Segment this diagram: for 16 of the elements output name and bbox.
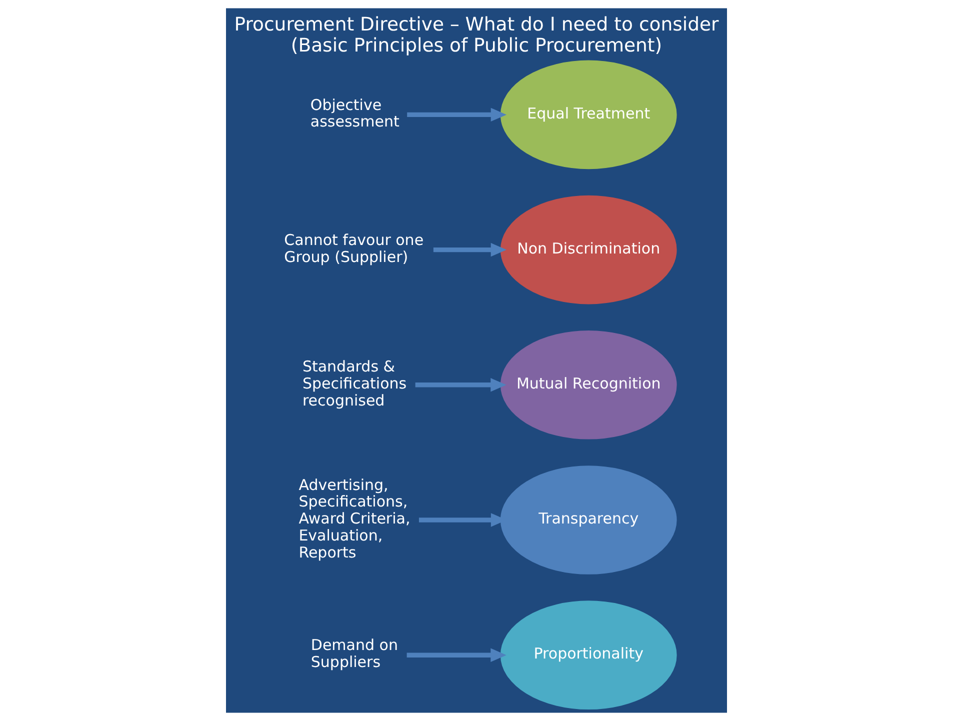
- arrow: [433, 242, 507, 257]
- caption: (Basic Principles of Public Procurement): [290, 35, 662, 56]
- node-ellipse: Proportionality: [500, 600, 677, 710]
- node-ellipse: Equal Treatment: [500, 60, 677, 170]
- node-text: Cannot favour one Group (Supplier): [284, 230, 424, 266]
- node-text: Advertising, Specifications, Award Criteria, Evaluation, Reports: [298, 476, 410, 562]
- node-text: Standards & Specifications recognised: [302, 358, 407, 410]
- arrow: [406, 648, 506, 662]
- node-ellipse: Transparency: [500, 466, 677, 574]
- node-ellipse: Non Discrimination: [500, 195, 677, 304]
- arrow: [415, 378, 506, 392]
- diagram-title: Procurement Directive – What do I need to consider: [234, 14, 719, 36]
- arrow: [407, 108, 507, 122]
- node-ellipse: Mutual Recognition: [500, 330, 677, 440]
- node-text: Demand on Suppliers: [310, 636, 398, 672]
- node-text: Objective assessment: [310, 96, 400, 131]
